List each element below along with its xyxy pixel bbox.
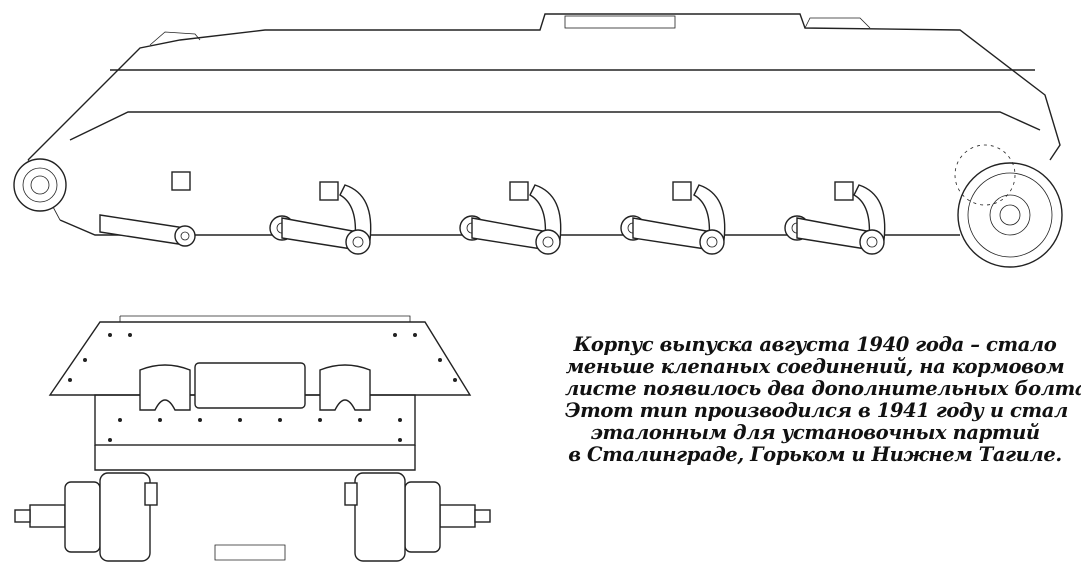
right-road-wheel	[344, 472, 491, 562]
hull-side-view	[13, 13, 1063, 268]
caption-line: эталонным для установочных партий	[590, 421, 1040, 444]
suspension-unit-4	[620, 181, 726, 255]
caption-line: Этот тип производился в 1941 году и стал	[565, 399, 1068, 422]
hull-rear-view	[14, 315, 491, 562]
drive-sprocket	[954, 144, 1063, 268]
caption-line: листе появилось два дополнительных болта…	[565, 377, 1081, 400]
caption-line: в Сталинграде, Горьком и Нижнем Тагиле.	[568, 443, 1062, 466]
suspension-unit-5	[784, 181, 886, 255]
suspension-unit-3	[459, 181, 562, 255]
rivets	[68, 333, 457, 442]
left-road-wheel	[14, 472, 158, 562]
suspension-unit-2	[269, 181, 372, 255]
caption: Корпус выпуска августа 1940 года – стало…	[565, 333, 1081, 466]
caption-line: Корпус выпуска августа 1940 года – стало	[573, 333, 1057, 356]
suspension-unit-1	[99, 171, 196, 247]
caption-line: меньше клепаных соединений, на кормовом	[565, 355, 1065, 378]
idler-wheel	[13, 158, 67, 212]
